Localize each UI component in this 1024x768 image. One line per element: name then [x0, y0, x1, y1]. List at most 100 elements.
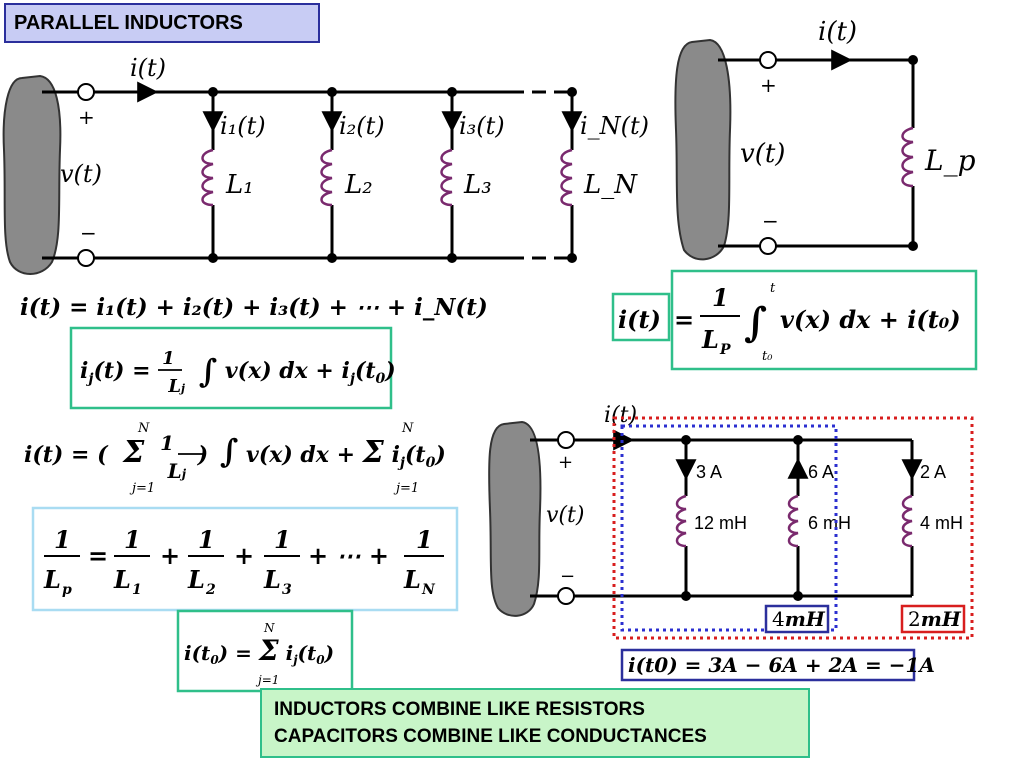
eq-branch-box	[69, 326, 393, 410]
example-red-label: 2mH	[908, 607, 962, 631]
summary-note: INDUCTORS COMBINE LIKE RESISTORS CAPACIT…	[260, 688, 810, 758]
branch-n-inductor: L_N	[583, 170, 638, 200]
branch-3-current: i₃(t)	[459, 112, 505, 140]
left-terminal-top	[77, 83, 95, 101]
svg-text:1: 1	[124, 525, 141, 554]
left-voltage: v(t)	[60, 160, 102, 188]
svg-text:N: N	[401, 421, 414, 436]
inductor-3-coil	[440, 148, 453, 207]
left-source-current: i(t)	[130, 54, 166, 82]
right-inductor: L_p	[924, 144, 976, 177]
svg-text:L: L	[113, 565, 131, 594]
svg-text:1: 1	[198, 525, 215, 554]
example-branch-3-inductance: 4 mH	[920, 513, 963, 533]
example-voltage: v(t)	[546, 503, 584, 528]
svg-text:L: L	[187, 565, 205, 594]
left-plus: +	[78, 105, 95, 129]
example-source-blob	[488, 420, 542, 617]
left-minus: −	[80, 221, 97, 245]
eq-equiv-lhs: i(t)	[618, 305, 661, 334]
example-red-label-box	[900, 604, 966, 634]
inductor-lp-coil	[901, 126, 914, 188]
inductor-n-coil	[560, 148, 573, 207]
svg-text:P: P	[719, 342, 731, 358]
branch-3: i₃(t) L₃	[440, 87, 505, 263]
svg-text:j=1: j=1	[255, 673, 279, 687]
svg-text:L: L	[403, 565, 421, 594]
right-source-blob	[674, 38, 732, 261]
svg-text:1: 1	[416, 525, 433, 554]
example-branch-2-current: 6 A	[808, 462, 834, 482]
eq-equiv-rhs-box	[670, 269, 978, 371]
branch-1-current: i₁(t)	[220, 112, 266, 140]
eq-total-current: i(t) = ( Σ 1 Lj ) ∫ v(x) dx + Σ ij(t0)	[24, 430, 446, 484]
svg-text:2: 2	[205, 582, 216, 598]
svg-text:1: 1	[274, 525, 291, 554]
branch-2: i₂(t) L₂	[320, 87, 385, 263]
eq-equiv-lhs-box	[611, 292, 671, 342]
svg-text:3: 3	[282, 582, 292, 598]
summary-line-2: CAPACITORS COMBINE LIKE CONDUCTANCES	[274, 726, 707, 747]
svg-text:t₀: t₀	[762, 349, 773, 364]
summary-line-1: INDUCTORS COMBINE LIKE RESISTORS	[274, 699, 645, 720]
inductor-2-coil	[320, 148, 333, 207]
svg-text:t: t	[770, 281, 776, 296]
eq-branch-current: ij(t) = 1 Lj ∫ v(x) dx + ij(t0)	[80, 344, 396, 398]
page-title: PARALLEL INDUCTORS	[4, 3, 320, 43]
svg-text:N: N	[421, 582, 436, 598]
svg-text:N: N	[263, 621, 275, 635]
example-branch-1-current: 3 A	[696, 462, 722, 482]
right-voltage: v(t)	[740, 139, 785, 169]
svg-text:L: L	[701, 325, 719, 354]
svg-text:=: =	[88, 541, 108, 570]
example-result-box	[620, 648, 916, 682]
example-inductor-2-coil	[787, 494, 799, 548]
right-minus: −	[762, 209, 779, 233]
svg-text:1: 1	[54, 525, 71, 554]
inductor-1-coil	[201, 148, 214, 207]
example-inductor-3-coil	[901, 494, 913, 548]
svg-text:j=1: j=1	[393, 481, 419, 496]
svg-text:L: L	[43, 565, 61, 594]
left-terminal-bottom	[77, 249, 95, 267]
eq-initial: i(t0) = Σ ij(t0)	[184, 634, 334, 667]
example-blue-dotted-group	[620, 424, 838, 632]
svg-text:+: +	[234, 541, 254, 570]
example-blue-label: 4mH	[772, 607, 826, 631]
right-circuit: i(t) + − v(t) L_p	[674, 17, 976, 261]
svg-text:v(x) dx + i(t₀): v(x) dx + i(t₀)	[780, 305, 961, 334]
example-result: i(t0) = 3A − 6A + 2A = −1A	[628, 653, 935, 677]
example-red-dotted-group	[612, 416, 974, 640]
branch-n-current: i_N(t)	[580, 112, 649, 140]
svg-text:1: 1	[132, 582, 142, 598]
example-circuit: i(t) + − v(t) 3 A 12 mH 6 A 6 mH 2 A 4 m…	[488, 403, 974, 682]
example-branch-3-current: 2 A	[920, 462, 946, 482]
branch-n: i_N(t) L_N	[560, 87, 649, 263]
right-source-current: i(t)	[818, 17, 857, 47]
svg-text:+: +	[160, 541, 180, 570]
example-branch-1-inductance: 12 mH	[694, 513, 747, 533]
branch-2-current: i₂(t)	[339, 112, 385, 140]
eq-sum-currents: i(t) = i₁(t) + i₂(t) + i₃(t) + ⋯ + i_N(t…	[20, 294, 488, 321]
svg-text:p: p	[62, 582, 72, 598]
page-title-text: PARALLEL INDUCTORS	[14, 11, 243, 34]
svg-text:j=1: j=1	[129, 481, 155, 496]
left-source-blob	[2, 74, 62, 275]
svg-text:1: 1	[712, 283, 729, 312]
svg-text:L: L	[263, 565, 281, 594]
svg-text:N: N	[137, 421, 150, 436]
example-source-current: i(t)	[604, 403, 637, 428]
svg-text:=: =	[674, 305, 694, 334]
branch-1: i₁(t) L₁	[201, 87, 266, 263]
branch-3-inductor: L₃	[463, 170, 492, 200]
example-branch-2-inductance: 6 mH	[808, 513, 851, 533]
svg-text:∫: ∫	[744, 299, 767, 346]
left-circuit: i(t) + − v(t) i₁(t) L₁ i₂(t) L₂	[2, 54, 649, 275]
branch-1-inductor: L₁	[225, 170, 254, 200]
example-blue-label-box	[764, 604, 830, 634]
example-inductor-1-coil	[675, 494, 687, 548]
example-plus: +	[558, 452, 573, 473]
